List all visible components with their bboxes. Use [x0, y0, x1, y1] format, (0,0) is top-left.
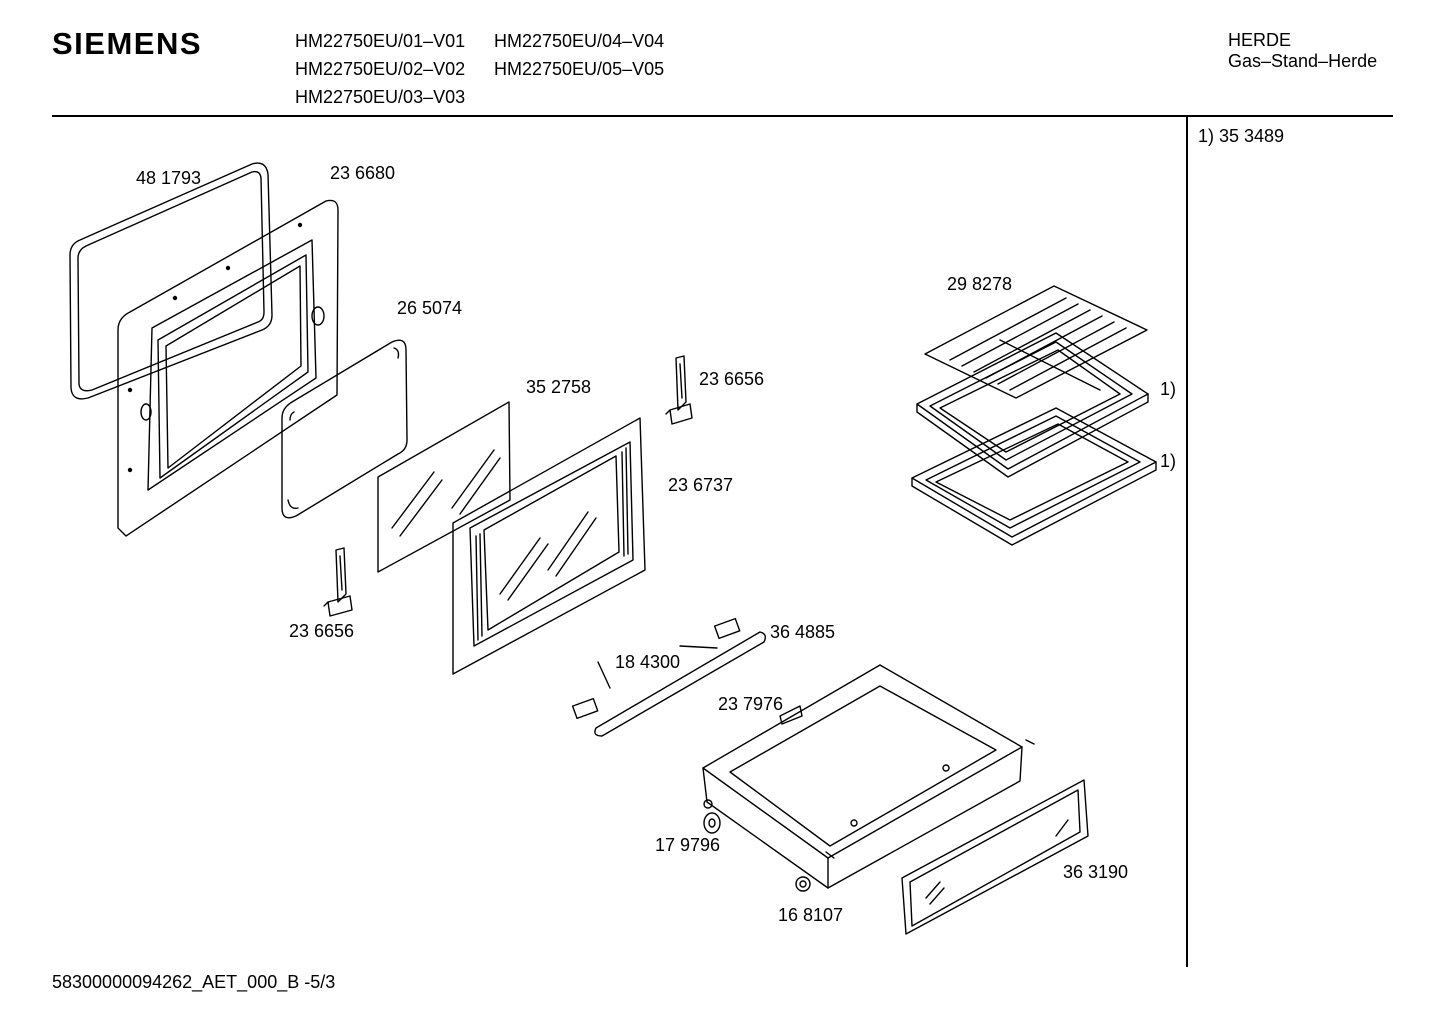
- part-label: 48 1793: [136, 168, 202, 188]
- part-label: 16 8107: [778, 905, 844, 925]
- part-drawer-body: [702, 664, 1023, 889]
- side-note: 1) 35 3489: [1198, 126, 1285, 146]
- footnote-mark: 1): [1160, 451, 1177, 471]
- part-door-seal: [69, 162, 273, 400]
- model-number: HM22750EU/04–V04: [494, 31, 665, 51]
- part-label: 17 9796: [655, 835, 721, 855]
- part-label: 35 2758: [526, 377, 592, 397]
- category-subtitle: Gas–Stand–Herde: [1228, 51, 1378, 71]
- part-outer-door: [452, 417, 646, 675]
- part-label: 29 8278: [947, 274, 1013, 294]
- part-inner-door-frame: [117, 199, 339, 537]
- part-label: 23 6680: [330, 163, 396, 183]
- part-inner-glass: [281, 339, 408, 519]
- part-drawer-nut: [795, 876, 811, 892]
- part-screw: [825, 851, 835, 859]
- part-label: 23 6737: [668, 475, 734, 495]
- part-drawer-roller: [703, 812, 721, 834]
- document-id: 58300000094262_AET_000_B -5/3: [52, 972, 336, 992]
- model-number: HM22750EU/03–V03: [295, 87, 466, 107]
- part-drawer-front: [901, 779, 1089, 935]
- category-title: HERDE: [1228, 30, 1292, 50]
- side-divider: [1186, 117, 1188, 967]
- part-baking-tray-lower: [911, 407, 1157, 546]
- part-middle-glass: [377, 401, 511, 573]
- brand-logo: SIEMENS: [52, 26, 203, 61]
- part-label: 36 3190: [1063, 862, 1129, 882]
- model-number: HM22750EU/01–V01: [295, 31, 466, 51]
- part-oven-rack: [924, 285, 1148, 399]
- part-label: 36 4885: [770, 622, 836, 642]
- part-screw: [1025, 739, 1035, 745]
- model-number: HM22750EU/05–V05: [494, 59, 665, 79]
- footnote-mark: 1): [1160, 379, 1177, 399]
- part-hinge-upper: [665, 355, 693, 425]
- header-divider: [52, 115, 1393, 117]
- part-label: 18 4300: [615, 652, 681, 672]
- part-label: 23 6656: [289, 621, 355, 641]
- part-label: 26 5074: [397, 298, 463, 318]
- part-label: 23 6656: [699, 369, 765, 389]
- part-hinge-lower: [323, 547, 353, 617]
- part-label: 23 7976: [718, 694, 784, 714]
- part-door-handle: [571, 617, 767, 737]
- part-baking-tray-upper: [916, 332, 1149, 478]
- model-number: HM22750EU/02–V02: [295, 59, 466, 79]
